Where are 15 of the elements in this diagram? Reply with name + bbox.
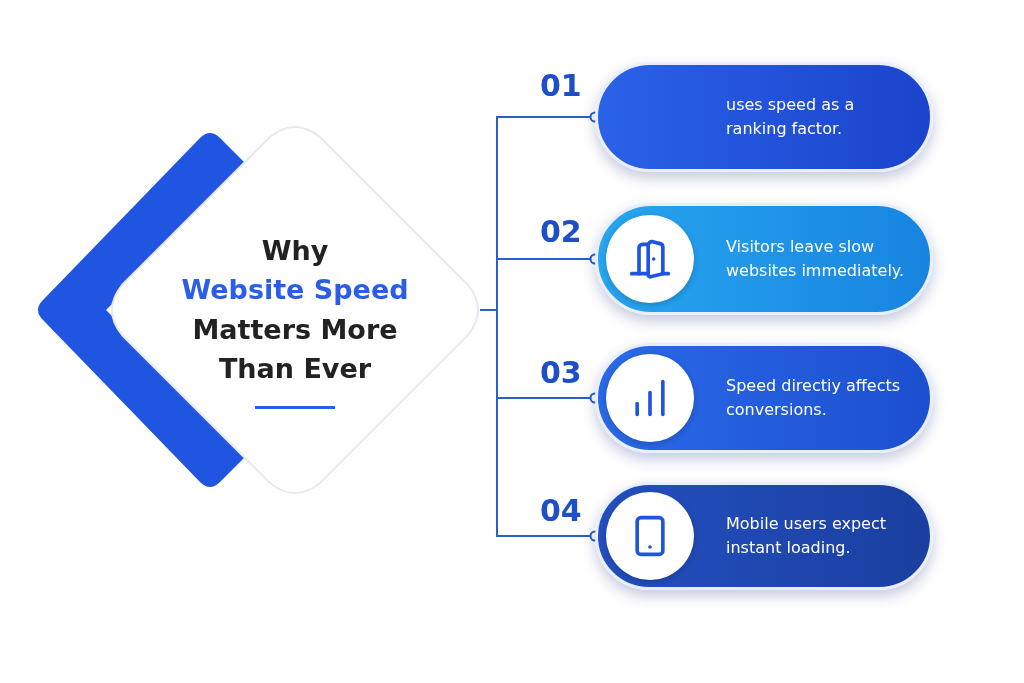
description-text: uses speed as a ranking factor. (726, 94, 856, 140)
title-text: Why (261, 234, 329, 269)
description-text: Speed directiy affects conversions. (726, 375, 902, 421)
info-pill (595, 343, 933, 453)
title-text: Matters More Than Ever (191, 312, 399, 386)
info-pill (595, 62, 933, 172)
step-number: 02 (540, 214, 582, 249)
step-number: 04 (540, 493, 582, 528)
info-pill (595, 203, 933, 315)
step-number: 01 (540, 68, 582, 103)
step-number: 03 (540, 355, 582, 390)
description-text: Mobile users expect instant loading. (726, 513, 887, 559)
info-pill (595, 482, 933, 590)
title-text: Website Speed (181, 273, 409, 308)
description-text: Visitors leave slow websites immediately. (726, 236, 906, 282)
